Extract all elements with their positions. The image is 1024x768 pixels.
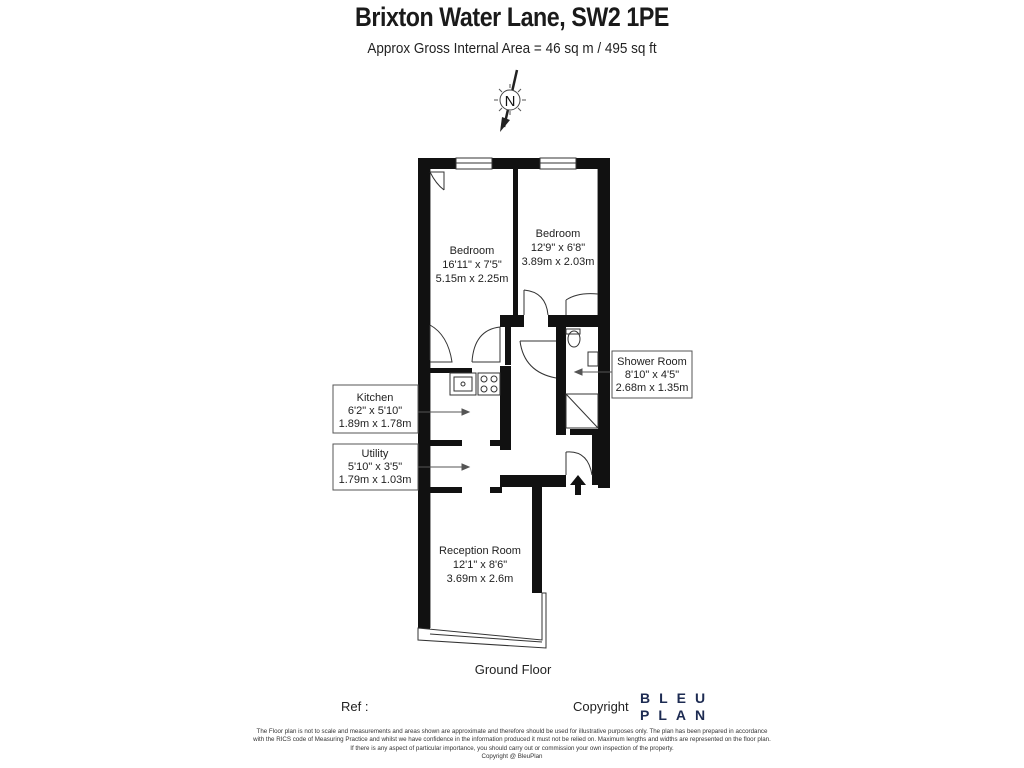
doors [429,171,599,476]
logo-line-2: PLAN [640,707,715,723]
logo-line-1: BLEU [640,690,715,706]
disclaimer: The Floor plan is not to scale and measu… [222,728,802,761]
bedroom2-metric: 3.89m x 2.03m [522,256,595,268]
reception-metric: 3.69m x 2.6m [447,573,514,585]
kitchen-imperial: 6'2" x 5'10" [348,405,402,417]
kitchen-appliances [449,372,501,396]
utility-imperial: 5'10" x 3'5" [348,461,402,473]
north-compass-icon: N [494,69,526,132]
kitchen-metric: 1.89m x 1.78m [339,418,412,430]
windows [455,157,577,170]
shower-name: Shower Room [617,356,687,368]
bay-window [417,592,547,649]
bedroom2-name: Bedroom [536,228,581,240]
reception-name: Reception Room [439,545,521,557]
disclaimer-line-2: with the RICS code of Measuring Practice… [253,736,771,744]
bedroom1-imperial: 16'11" x 7'5" [442,259,502,271]
floor-label: Ground Floor [475,662,552,677]
bedroom1-name: Bedroom [450,245,495,257]
bleuplan-logo: BLEU PLAN [640,690,720,724]
disclaimer-line-4: Copyright @ BleuPlan [481,752,543,760]
walls [418,158,610,640]
bedroom1-metric: 5.15m x 2.25m [436,273,509,285]
reception-imperial: 12'1" x 8'6" [453,559,507,571]
disclaimer-line-1: The Floor plan is not to scale and measu… [256,728,768,735]
shower-metric: 2.68m x 1.35m [616,382,689,394]
ref-label: Ref : [341,699,369,714]
kitchen-name: Kitchen [357,392,394,404]
shower-imperial: 8'10" x 4'5" [625,369,679,381]
utility-name: Utility [362,448,389,460]
compass-label: N [505,93,516,110]
copyright-label: Copyright [573,699,629,714]
bedroom2-imperial: 12'9" x 6'8" [531,242,585,254]
entrance-arrow-icon [570,475,586,495]
callouts [332,350,693,491]
disclaimer-line-3: If there is any aspect of particular imp… [350,744,674,752]
utility-metric: 1.79m x 1.03m [339,474,412,486]
plan-title: Brixton Water Lane, SW2 1PE [355,2,669,32]
area-subtitle: Approx Gross Internal Area = 46 sq m / 4… [367,40,657,57]
